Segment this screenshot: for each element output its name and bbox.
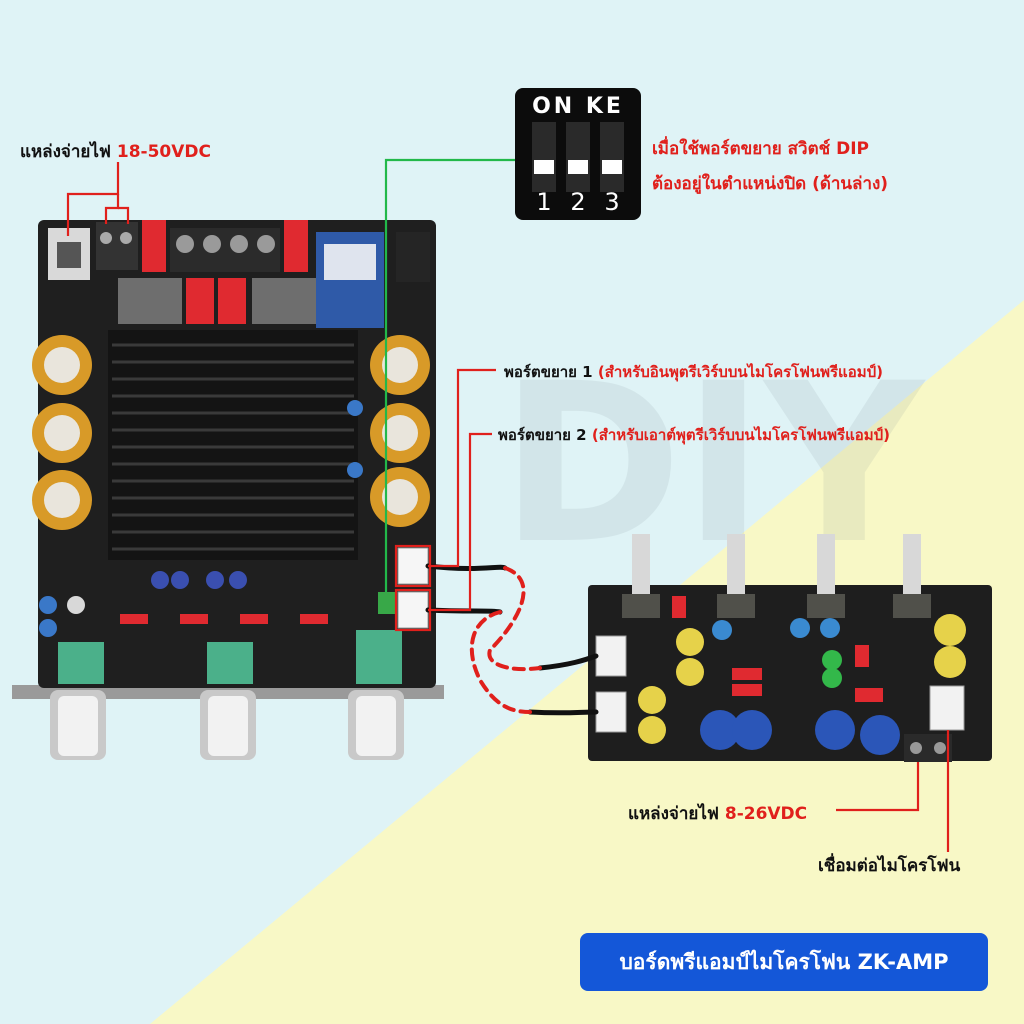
svg-text:DIY: DIY xyxy=(500,336,926,592)
dip-slot-2 xyxy=(566,122,590,192)
dip-number-1: 1 xyxy=(536,188,552,216)
annotation-lines xyxy=(66,158,950,852)
port1-prefix: พอร์ตขยาย 1 xyxy=(504,363,593,381)
dip-note-line2: ต้องอยู่ในตำแหน่งปิด (ด้านล่าง) xyxy=(652,174,889,194)
power-preamp-label: แหล่งจ่ายไฟ 8-26VDC xyxy=(628,800,807,827)
mic-connect-label: เชื่อมต่อไมโครโฟน xyxy=(818,856,961,876)
dip-number-3: 3 xyxy=(604,188,620,216)
background-yellow-region xyxy=(150,300,1024,1024)
expansion-port-2-label: พอร์ตขยาย 2 (สำหรับเอาต์พุตรีเวิร์บบนไมโ… xyxy=(498,423,890,447)
expansion-port-1 xyxy=(397,547,429,585)
power-main-value: 18-50VDC xyxy=(116,142,211,162)
capacitors-left xyxy=(32,335,92,530)
watermark: DIY xyxy=(500,336,926,592)
expansion-port-2 xyxy=(397,591,429,629)
dip-number-2: 2 xyxy=(570,188,586,216)
port2-prefix: พอร์ตขยาย 2 xyxy=(498,426,587,444)
power-preamp-prefix: แหล่งจ่ายไฟ xyxy=(628,804,719,824)
port1-description: (สำหรับอินพุตรีเวิร์บบนไมโครโฟนพรีแอมป์) xyxy=(597,363,883,381)
heatsink xyxy=(108,330,358,560)
power-main-label: แหล่งจ่ายไฟ 18-50VDC xyxy=(20,138,211,165)
preamp-port-2 xyxy=(595,691,627,733)
amplifier-board xyxy=(12,220,444,760)
port2-description: (สำหรับเอาต์พุตรีเวิร์บบนไมโครโฟนพรีแอมป… xyxy=(591,426,891,444)
power-main-prefix: แหล่งจ่ายไฟ xyxy=(20,142,111,162)
dip-slot-1 xyxy=(532,122,556,192)
power-preamp-value: 8-26VDC xyxy=(724,804,808,824)
mic-connector xyxy=(929,685,965,731)
main-board-knobs xyxy=(50,690,404,760)
dip-switch-header: ON KE xyxy=(532,94,624,119)
capacitors-right xyxy=(370,335,430,527)
product-title-badge: บอร์ดพรีแอมป์ไมโครโฟน ZK-AMP xyxy=(580,933,988,991)
preamp-port-1 xyxy=(595,635,627,677)
expansion-port-1-label: พอร์ตขยาย 1 (สำหรับอินพุตรีเวิร์บบนไมโคร… xyxy=(504,360,883,384)
mic-preamp-board xyxy=(588,534,992,762)
dip-note-line1: เมื่อใช้พอร์ตขยาย สวิตช์ DIP xyxy=(652,139,869,159)
dip-switch-closeup: ON KE 1 2 3 xyxy=(515,88,641,220)
dip-slot-3 xyxy=(600,122,624,192)
power-terminal xyxy=(96,222,138,270)
